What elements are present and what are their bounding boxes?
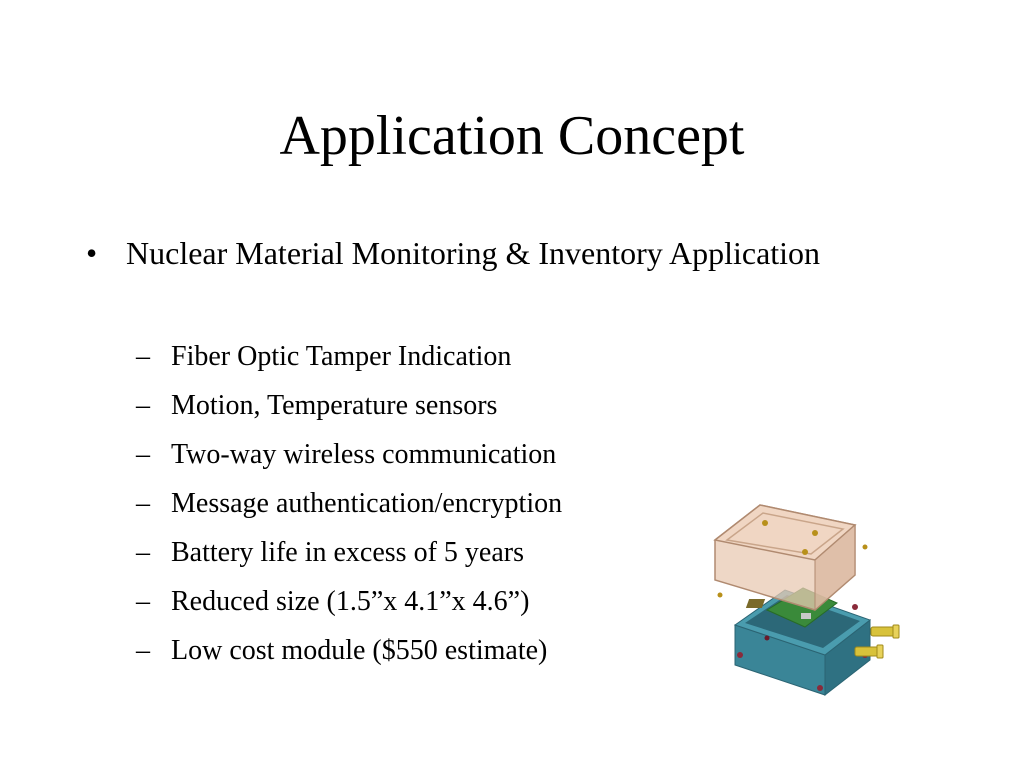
- sub-bullet-marker: –: [136, 341, 150, 372]
- sub-bullet-text: Two-way wireless communication: [171, 439, 557, 470]
- main-bullet: • Nuclear Material Monitoring & Inventor…: [86, 230, 846, 276]
- sub-bullet-item: – Low cost module ($550 estimate): [136, 626, 696, 675]
- sub-bullet-marker: –: [136, 635, 150, 666]
- sub-bullet-marker: –: [136, 439, 150, 470]
- sub-bullet-text: Battery life in excess of 5 years: [171, 537, 524, 568]
- sub-bullet-text: Motion, Temperature sensors: [171, 390, 498, 421]
- sub-bullet-list: – Fiber Optic Tamper Indication – Motion…: [136, 332, 696, 675]
- sub-bullet-marker: –: [136, 586, 150, 617]
- sub-bullet-marker: –: [136, 537, 150, 568]
- sub-bullet-text: Message authentication/encryption: [171, 488, 563, 519]
- bullet-item: • Nuclear Material Monitoring & Inventor…: [86, 230, 846, 276]
- sub-bullet-item: – Reduced size (1.5”x 4.1”x 4.6”): [136, 577, 696, 626]
- sub-bullet-marker: –: [136, 488, 150, 519]
- sub-bullet-item: – Two-way wireless communication: [136, 430, 696, 479]
- sub-bullet-item: – Motion, Temperature sensors: [136, 381, 696, 430]
- bullet-marker: •: [86, 235, 98, 271]
- sub-bullet-text: Low cost module ($550 estimate): [171, 635, 548, 666]
- bullet-text: Nuclear Material Monitoring & Inventory …: [126, 235, 821, 271]
- slide-title: Application Concept: [279, 105, 745, 167]
- sub-bullet-marker: –: [136, 390, 150, 421]
- sensor-enclosure-icon: [713, 504, 900, 697]
- sub-bullet-text: Fiber Optic Tamper Indication: [171, 341, 512, 372]
- sub-bullet-item: – Battery life in excess of 5 years: [136, 528, 696, 577]
- sub-bullet-item: – Fiber Optic Tamper Indication: [136, 332, 696, 381]
- sub-bullet-text: Reduced size (1.5”x 4.1”x 4.6”): [171, 586, 530, 617]
- sub-bullet-item: – Message authentication/encryption: [136, 479, 696, 528]
